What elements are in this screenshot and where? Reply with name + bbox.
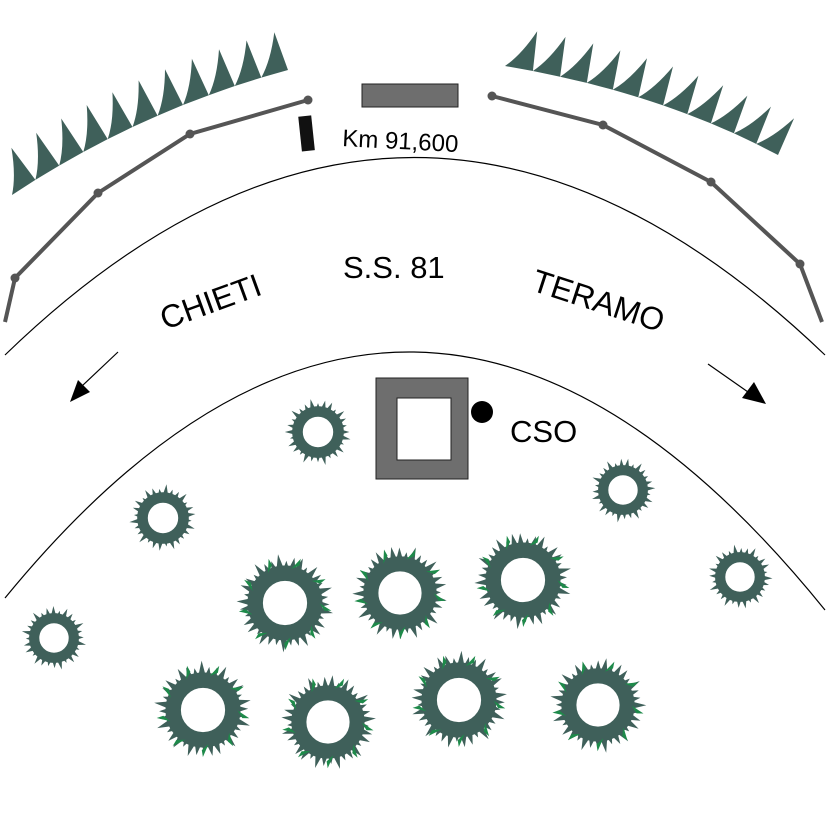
tree-crown-icon	[709, 544, 773, 609]
direction-label-teramo: TERAMO	[528, 262, 669, 339]
tree-crown-icon	[592, 458, 656, 523]
arrow-right-teramo	[707, 363, 766, 404]
hedge-right	[505, 31, 795, 156]
road-outer-edge	[4, 157, 826, 356]
hedge-left	[11, 32, 289, 195]
rail-post	[303, 95, 313, 105]
tree-crown-icon	[281, 675, 376, 769]
direction-arrow-icon	[742, 382, 766, 404]
rail-post	[795, 259, 805, 269]
guard-rail-left	[3, 98, 309, 323]
rail-post	[10, 273, 20, 283]
road-inner-edge	[4, 351, 826, 611]
rail-post	[598, 120, 608, 130]
spiky-hedge-icon	[11, 32, 289, 195]
rail-post	[93, 188, 103, 198]
shelter-building	[361, 83, 459, 108]
tree-crown-icon	[550, 658, 647, 753]
station-building	[375, 377, 469, 480]
km-label: Km 91,600	[342, 125, 459, 158]
road-name-label: S.S. 81	[343, 250, 445, 285]
spiky-hedge-icon	[505, 31, 795, 156]
rail-post	[487, 91, 497, 101]
tree-crown-icon	[411, 650, 507, 748]
tree-crown-icon	[129, 484, 196, 551]
tree-crown-icon	[284, 399, 351, 465]
tree-crown-icon	[154, 660, 251, 757]
tree-crown-icon	[236, 554, 333, 653]
tree-crown-icon	[352, 547, 447, 640]
station-dot-icon	[471, 401, 493, 423]
tree-crown-icon	[474, 533, 571, 630]
kilometer-sign	[298, 115, 315, 152]
station-label: CSO	[510, 414, 577, 449]
direction-label-chieti: CHIETI	[155, 267, 266, 337]
trees-group	[21, 399, 773, 769]
rail-posts	[10, 91, 805, 283]
tree-crown-icon	[21, 606, 86, 670]
rail-post	[185, 129, 195, 139]
arrow-left-chieti	[70, 351, 119, 402]
rail-post	[706, 177, 716, 187]
direction-arrow-icon	[70, 380, 90, 402]
